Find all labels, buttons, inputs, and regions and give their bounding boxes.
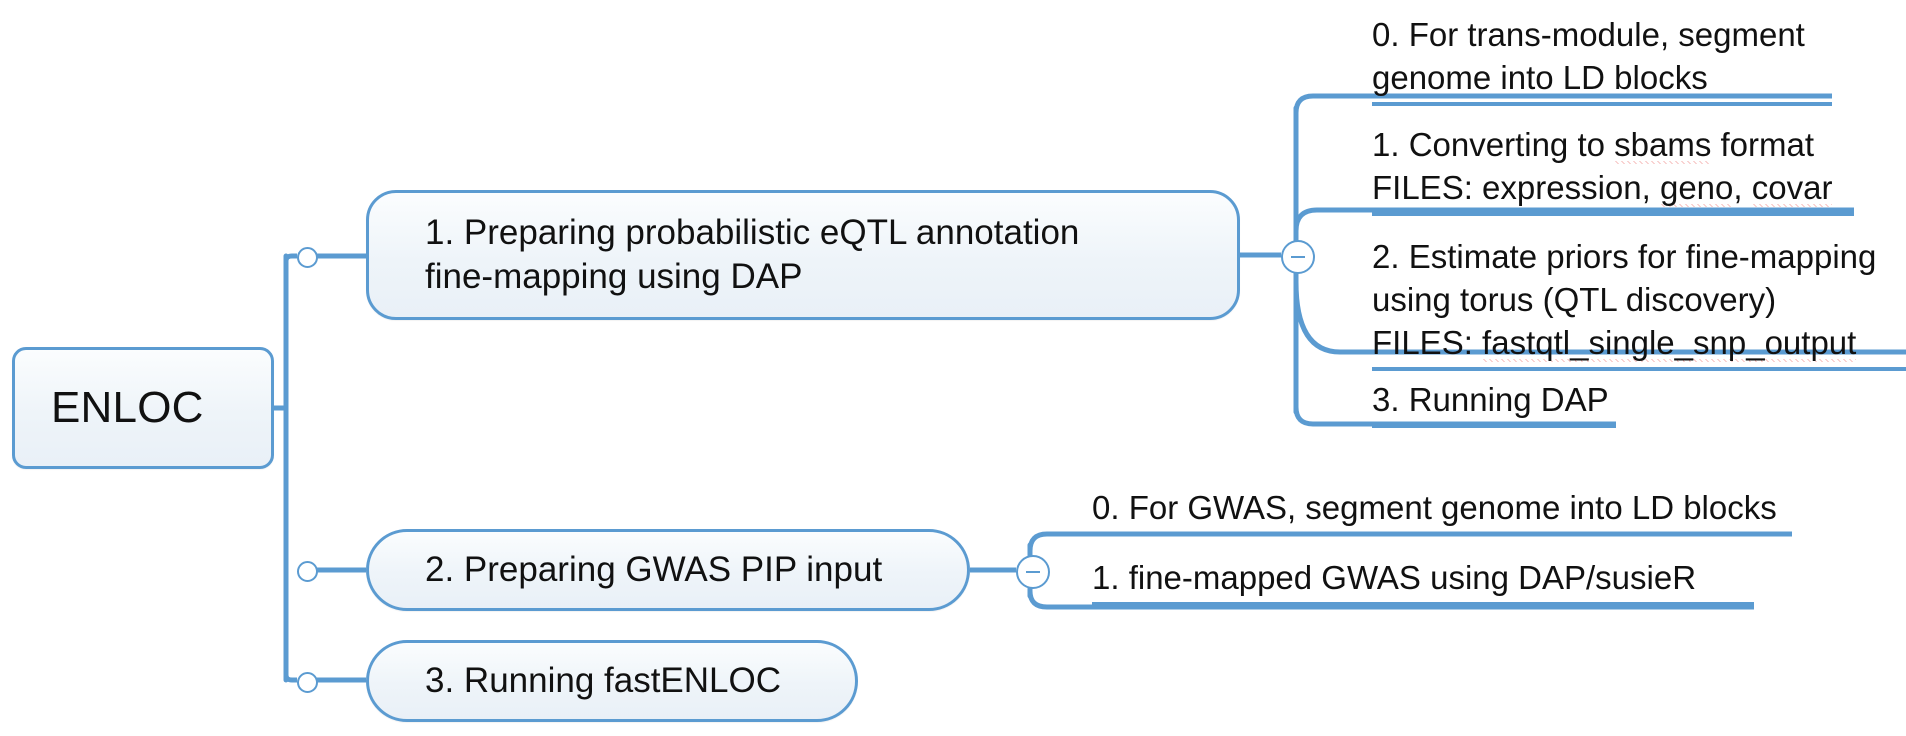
leaf-text-pre: 1. Converting to: [1372, 126, 1615, 163]
misspelled-word-sbams: sbams: [1614, 126, 1712, 164]
leaf-running-dap[interactable]: 3. Running DAP: [1372, 379, 1616, 428]
misspelled-word-covar: covar: [1751, 168, 1833, 207]
leaf-text-sep: ,: [1733, 168, 1752, 206]
branch-bullet-3[interactable]: [297, 672, 318, 693]
branch-node-preparing-eqtl-annotation[interactable]: 1. Preparing probabilistic eQTL annotati…: [366, 190, 1240, 320]
leaf-text-files: FILES: expression,: [1372, 168, 1660, 206]
leaf-line-1: 1. Converting to sbams format: [1372, 126, 1814, 164]
branch-node-preparing-gwas-pip-input[interactable]: 2. Preparing GWAS PIP input: [366, 529, 970, 611]
leaf-line-3: FILES: fastqtl_single_snp_output: [1372, 323, 1857, 362]
minus-icon: [1026, 571, 1040, 573]
leaf-line-2: FILES: expression, geno, covar: [1372, 168, 1833, 207]
spine-elbow-top: [283, 253, 297, 262]
leaf-estimate-priors-torus[interactable]: 2. Estimate priors for fine-mapping using…: [1372, 236, 1906, 371]
collapse-toggle-branch1[interactable]: [1281, 240, 1315, 274]
leaf-trans-module-ld-blocks[interactable]: 0. For trans-module, segment genome into…: [1372, 14, 1832, 106]
leaf-line-2: using torus (QTL discovery): [1372, 280, 1777, 318]
leaf-text-post: format: [1711, 126, 1815, 163]
leaf-line-1: 2. Estimate priors for fine-mapping: [1372, 238, 1877, 275]
branch-bullet-2[interactable]: [297, 561, 318, 582]
branch-node-running-fastenloc[interactable]: 3. Running fastENLOC: [366, 640, 858, 722]
wire-to-gwas-0: [1027, 531, 1792, 552]
collapse-toggle-branch2[interactable]: [1016, 555, 1050, 589]
spine-elbow-bottom: [283, 674, 297, 683]
misspelled-word-fastqtl-single-snp-output: fastqtl_single_snp_output: [1482, 323, 1857, 362]
leaf-text-files: FILES:: [1372, 323, 1483, 361]
leaf-fine-mapped-gwas-dap-susier[interactable]: 1. fine-mapped GWAS using DAP/susieR: [1092, 557, 1754, 606]
minus-icon: [1291, 256, 1305, 258]
root-node-enloc[interactable]: ENLOC: [12, 347, 274, 469]
branch-bullet-1[interactable]: [297, 247, 318, 268]
leaf-gwas-segment-genome-ld-blocks[interactable]: 0. For GWAS, segment genome into LD bloc…: [1092, 487, 1792, 536]
misspelled-word-geno: geno: [1659, 168, 1734, 207]
